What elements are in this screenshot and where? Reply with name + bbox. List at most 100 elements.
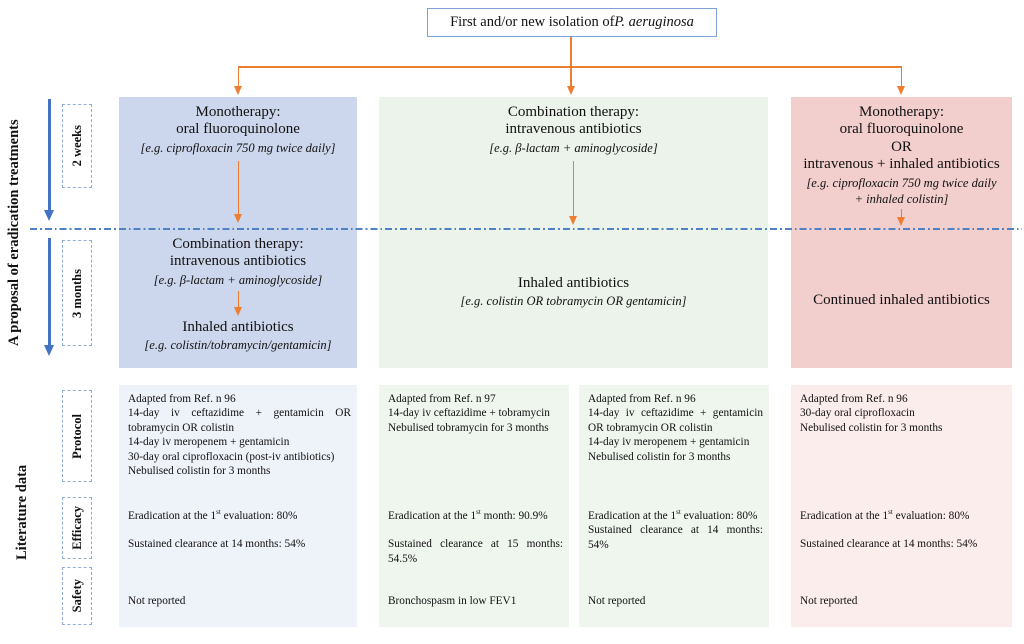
efficacy-text: Eradication at the 1st evaluation: 80% S… bbox=[588, 509, 763, 566]
branch-line-left bbox=[237, 66, 239, 87]
timeline-arrow-2weeks bbox=[47, 99, 51, 211]
text-line: 14-day iv ceftazidime + gentamicin OR to… bbox=[588, 407, 763, 434]
efficacy-line: Eradication at the 1st evaluation: 80% bbox=[588, 508, 758, 522]
phase-block: Monotherapy: oral fluoroquinolone [e.g. … bbox=[121, 104, 355, 157]
therapy-title: Inhaled antibiotics bbox=[517, 275, 630, 291]
row-label-protocol: Protocol bbox=[69, 413, 84, 459]
arrowhead-down-icon bbox=[234, 86, 242, 95]
therapy-title: OR bbox=[891, 138, 912, 155]
row-label-safety: Safety bbox=[69, 579, 84, 613]
phase-block: Monotherapy: oral fluoroquinolone OR int… bbox=[793, 104, 1010, 208]
efficacy-line: Eradication at the 1st evaluation: 80% bbox=[128, 508, 298, 522]
phase-block: Inhaled antibiotics [e.g. colistin OR to… bbox=[381, 275, 766, 310]
literature-axis-label: Literature data bbox=[14, 464, 30, 561]
arrowhead-down-icon bbox=[234, 214, 242, 223]
row-label-efficacy: Efficacy bbox=[69, 506, 84, 550]
therapy-title: intravenous antibiotics bbox=[169, 253, 307, 270]
timeline-arrow-3months bbox=[47, 238, 51, 346]
flow-arrow bbox=[237, 161, 239, 215]
phase-block: Combination therapy: intravenous antibio… bbox=[381, 104, 766, 157]
row-label-box-efficacy: Efficacy bbox=[62, 497, 92, 559]
phase-block: Inhaled antibiotics [e.g. colistin/tobra… bbox=[121, 319, 355, 354]
text-line: Nebulised tobramycin for 3 months bbox=[388, 421, 549, 434]
therapy-title: Combination therapy: bbox=[507, 104, 640, 120]
proposal-axis-label: A proposal of eradication treatments bbox=[6, 119, 22, 346]
connector-crossbar bbox=[238, 66, 901, 68]
branch-line-right bbox=[900, 66, 902, 87]
time-label-box-2weeks: 2 weeks bbox=[62, 104, 92, 188]
flow-column-monotherapy: Monotherapy: oral fluoroquinolone [e.g. … bbox=[119, 97, 357, 368]
therapy-title: Continued inhaled antibiotics bbox=[813, 292, 990, 308]
text-line: Nebulised colistin for 3 months bbox=[128, 465, 271, 478]
safety-text: Bronchospasm in low FEV1 bbox=[388, 595, 517, 607]
text-line: Nebulised colistin for 3 months bbox=[588, 450, 731, 463]
row-label-box-protocol: Protocol bbox=[62, 390, 92, 482]
efficacy-line: Eradication at the 1st month: 90.9% bbox=[388, 508, 548, 522]
therapy-title: intravenous + inhaled antibiotics bbox=[803, 156, 1000, 173]
therapy-example: [e.g. β-lactam + aminoglycoside] bbox=[489, 140, 658, 155]
row-label-box-safety: Safety bbox=[62, 567, 92, 625]
arrowhead-down-icon bbox=[44, 345, 54, 356]
therapy-example: [e.g. ciprofloxacin 750 mg twice daily] bbox=[140, 140, 336, 155]
flow-arrow bbox=[572, 161, 574, 217]
therapy-title: oral fluoroquinolone bbox=[839, 121, 964, 138]
efficacy-text: Eradication at the 1st evaluation: 80% S… bbox=[128, 509, 351, 566]
time-label-box-3months: 3 months bbox=[62, 240, 92, 346]
text-line: 14-day iv meropenem + gentamicin bbox=[128, 436, 290, 449]
arrowhead-down-icon bbox=[44, 210, 54, 221]
title-text: First and/or new isolation of bbox=[450, 14, 615, 30]
therapy-title: intravenous antibiotics bbox=[505, 121, 642, 138]
superscript: st bbox=[676, 508, 681, 517]
text-line: 30-day oral ciprofloxacin (post-iv antib… bbox=[128, 450, 335, 463]
efficacy-text: Eradication at the 1st evaluation: 80% S… bbox=[800, 509, 1006, 566]
text-line: Nebulised colistin for 3 months bbox=[800, 421, 943, 434]
flow-column-monotherapy-or-iv-inhaled: Monotherapy: oral fluoroquinolone OR int… bbox=[791, 97, 1012, 368]
text-line: 14-day iv meropenem + gentamicin bbox=[588, 436, 750, 449]
branch-line-middle bbox=[570, 66, 572, 87]
efficacy-line: Sustained clearance at 14 months: 54% bbox=[588, 524, 763, 551]
superscript: st bbox=[476, 508, 481, 517]
therapy-example: [e.g. colistin/tobramycin/gentamicin] bbox=[144, 338, 332, 353]
arrowhead-down-icon bbox=[566, 86, 575, 95]
literature-column-3: Adapted from Ref. n 96 14-day iv ceftazid… bbox=[579, 385, 769, 627]
protocol-text: Adapted from Ref. n 96 14-day iv ceftazid… bbox=[588, 392, 763, 464]
flow-arrow bbox=[237, 291, 239, 308]
arrowhead-down-icon bbox=[234, 307, 242, 316]
flow-column-combination: Combination therapy: intravenous antibio… bbox=[379, 97, 768, 368]
text-line: 14-day iv ceftazidime + tobramycin bbox=[388, 407, 550, 420]
title-box: First and/or new isolation of P. aerugin… bbox=[427, 8, 717, 37]
time-label-3months: 3 months bbox=[69, 268, 84, 318]
therapy-example: [e.g. colistin OR tobramycin OR gentamic… bbox=[460, 294, 687, 309]
arrowhead-down-icon bbox=[569, 216, 577, 225]
efficacy-text: Eradication at the 1st month: 90.9% Sust… bbox=[388, 509, 563, 580]
therapy-title: Monotherapy: bbox=[195, 104, 281, 120]
phase-block: Combination therapy: intravenous antibio… bbox=[121, 236, 355, 289]
time-label-2weeks: 2 weeks bbox=[69, 125, 84, 167]
title-species: P. aeruginosa bbox=[614, 14, 694, 30]
flow-arrow bbox=[900, 209, 902, 218]
superscript: st bbox=[216, 508, 221, 517]
superscript: st bbox=[888, 508, 893, 517]
efficacy-line: Sustained clearance at 14 months: 54% bbox=[128, 538, 306, 551]
efficacy-line: Eradication at the 1st evaluation: 80% bbox=[800, 508, 970, 522]
connector-stem bbox=[570, 37, 572, 66]
efficacy-line: Sustained clearance at 15 months: 54.5% bbox=[388, 538, 563, 565]
therapy-example: + inhaled colistin] bbox=[854, 192, 949, 207]
phase-block: Continued inhaled antibiotics bbox=[793, 292, 1010, 309]
safety-text: Not reported bbox=[128, 595, 186, 607]
text-line: Adapted from Ref. n 96 bbox=[128, 393, 236, 405]
therapy-example: [e.g. β-lactam + aminoglycoside] bbox=[153, 272, 323, 287]
therapy-title: Combination therapy: bbox=[172, 236, 304, 252]
arrowhead-down-icon bbox=[897, 217, 905, 226]
therapy-title: oral fluoroquinolone bbox=[176, 121, 300, 138]
phase-divider-line bbox=[30, 228, 1022, 230]
text-line: Adapted from Ref. n 96 bbox=[588, 393, 696, 405]
safety-text: Not reported bbox=[588, 595, 646, 607]
text-line: Adapted from Ref. n 96 bbox=[800, 393, 908, 405]
